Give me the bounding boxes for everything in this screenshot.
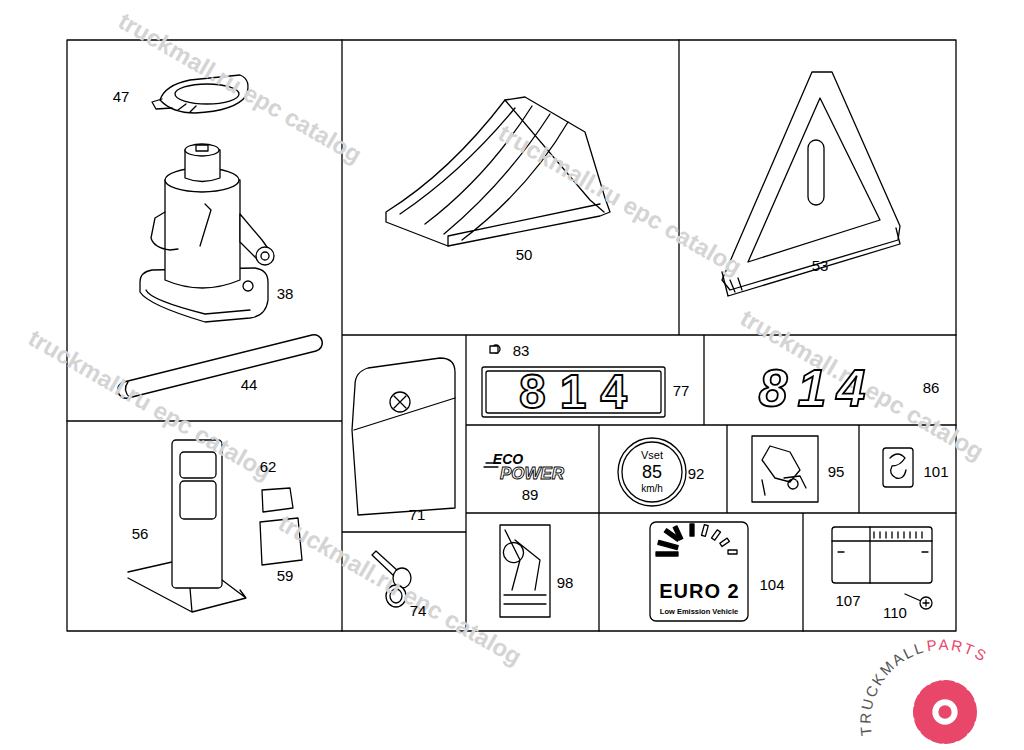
bottle-jack	[140, 144, 274, 322]
callout-number: 74	[410, 603, 427, 618]
callout-number: 83	[513, 343, 530, 358]
callout-number: 104	[759, 577, 784, 592]
decal-text: EURO 2	[658, 581, 739, 601]
decal-text: 814	[749, 362, 876, 414]
decal-text: 814	[505, 368, 641, 416]
callout-number: 89	[522, 487, 539, 502]
callout-number: 95	[828, 464, 845, 479]
watermark: truckmall.ru epc catalog	[274, 511, 525, 670]
callout-number: 56	[132, 526, 149, 541]
callout-number: 62	[260, 459, 277, 474]
warning-lamp	[128, 440, 302, 612]
decal-text: 85	[642, 463, 662, 481]
watermark: truckmall.ru epc catalog	[24, 326, 275, 485]
callout-number: 38	[277, 286, 294, 301]
callout-number: 44	[241, 377, 258, 392]
watermark: truckmall.ru epc catalog	[114, 9, 365, 168]
logo-wordmark: TRUCKMALLPARTS	[857, 636, 991, 737]
callout-number: 98	[557, 575, 574, 590]
callout-number: 53	[812, 258, 829, 273]
sun-rays	[656, 524, 737, 556]
decal-text: POWER	[500, 465, 564, 482]
warning-triangle	[722, 72, 900, 296]
callout-number: 77	[673, 383, 690, 398]
callout-number: 101	[923, 464, 948, 479]
callout-number: 59	[277, 568, 294, 583]
logo-gear	[917, 684, 973, 740]
callout-number: 50	[516, 247, 533, 262]
document-holder	[352, 358, 455, 515]
callout-number: 92	[688, 466, 705, 481]
callout-number: 107	[835, 593, 860, 608]
decal-text: km/h	[641, 484, 663, 494]
decal-text: Low Emission Vehicle	[660, 608, 738, 616]
jack-handle-bar	[125, 343, 314, 398]
callout-number: 86	[923, 380, 940, 395]
logo-text: PARTS	[926, 636, 991, 665]
callout-number: 47	[113, 89, 130, 104]
decals	[482, 345, 932, 621]
callout-number: 110	[883, 605, 907, 620]
grid-frame	[67, 40, 956, 631]
logo-text: TRUCKMALL	[857, 638, 927, 736]
callout-number: 71	[409, 507, 426, 522]
decal-text: Vset	[641, 450, 663, 461]
